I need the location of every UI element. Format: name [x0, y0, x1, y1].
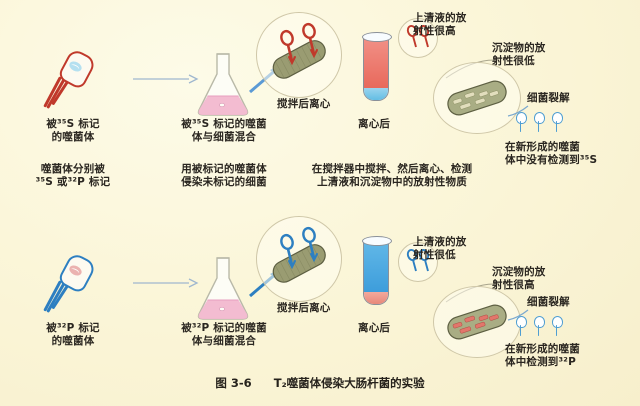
label-mix-step-s35: 搅拌后离心: [277, 98, 331, 110]
label-phage-p32: 被³²P 标记 的噬菌体: [46, 322, 100, 348]
arrow-phage-to-flask-p32: [133, 278, 199, 288]
arrow-phage-to-flask: [133, 74, 199, 84]
label-phage-s35: 被³⁵S 标记 的噬菌体: [46, 118, 100, 144]
label-supernatant-s35: 上清液的放 射性很高: [413, 12, 467, 38]
label-flask-s35: 被³⁵S 标记的噬菌 体与细菌混合: [181, 118, 267, 144]
label-lysis-s35: 细菌裂解: [527, 92, 570, 104]
inset-circle-attachment-s35: [256, 12, 342, 98]
tube-pellet-p32: [364, 292, 388, 304]
figure-caption-number: 图 3-6: [215, 376, 252, 390]
label-pellet-s35: 沉淀物的放 射性很低: [492, 42, 546, 68]
tube-glass: [363, 240, 389, 305]
progeny-phage-icon: [534, 316, 545, 336]
inset-circle-supernatant-p32: [398, 242, 438, 282]
tube-pellet-s35: [364, 88, 388, 100]
note-label-procedure: 在搅拌器中搅拌、然后离心、检测 上清液和沉淀物中的放射性物质: [311, 163, 473, 189]
figure-caption-text: T₂噬菌体侵染大肠杆菌的实验: [273, 376, 425, 390]
attached-phage: [302, 226, 318, 263]
label-flask-p32: 被³²P 标记的噬菌 体与细菌混合: [181, 322, 267, 348]
inset-circle-supernatant-s35: [398, 18, 438, 58]
tube-glass: [363, 36, 389, 101]
tube-supernatant-s35: [364, 36, 388, 89]
inset-circle-infected-cell-p32: [433, 286, 521, 358]
progeny-phage-icon: [534, 112, 545, 132]
inset-circle-attachment-p32: [256, 216, 342, 302]
label-mix-step-p32: 搅拌后离心: [277, 302, 331, 314]
phage-icon-s35: [43, 47, 98, 114]
label-lysis-p32: 细菌裂解: [527, 296, 570, 308]
phage-icon-p32: [43, 251, 98, 318]
progeny-phage-icon: [516, 316, 527, 336]
label-centrifuge-p32: 离心后: [358, 322, 391, 334]
label-result-s35: 在新形成的噬菌 体中没有检测到³⁵S: [505, 141, 598, 167]
label-result-p32: 在新形成的噬菌 体中检测到³²P: [505, 343, 580, 369]
progeny-phage-icon: [516, 112, 527, 132]
inset-circle-infected-cell-s35: [433, 62, 521, 134]
test-tube-p32: [362, 236, 392, 308]
attached-phage: [280, 233, 296, 270]
attached-phage: [302, 22, 318, 59]
attached-phage: [280, 29, 296, 66]
progeny-phage-icon: [552, 316, 563, 336]
figure-caption: 图 3-6 T₂噬菌体侵染大肠杆菌的实验: [0, 372, 640, 391]
tube-supernatant-p32: [364, 240, 388, 293]
label-pellet-p32: 沉淀物的放 射性很高: [492, 266, 546, 292]
flask-p32: [192, 256, 254, 322]
note-label-infection: 用被标记的噬菌体 侵染未标记的细菌: [181, 163, 267, 189]
tube-rim: [362, 32, 392, 42]
label-supernatant-p32: 上清液的放 射性很低: [413, 236, 467, 262]
tube-rim: [362, 236, 392, 246]
test-tube-s35: [362, 32, 392, 104]
note-label-isotopes: 噬菌体分别被 ³⁵S 或³²P 标记: [35, 163, 111, 189]
flask-s35: [192, 52, 254, 118]
label-centrifuge-s35: 离心后: [358, 118, 391, 130]
progeny-phage-icon: [552, 112, 563, 132]
